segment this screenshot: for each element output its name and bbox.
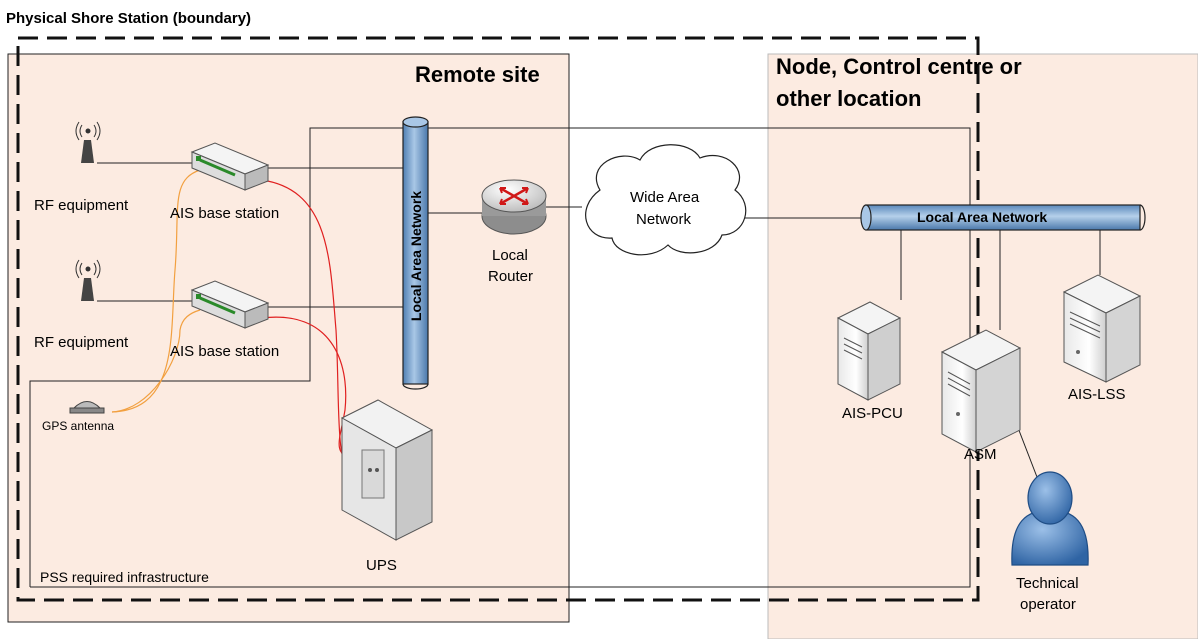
wan-cloud-icon xyxy=(585,144,747,256)
node-site-title-line1: Node, Control centre or xyxy=(776,54,1022,79)
router-icon xyxy=(481,179,547,235)
lan-node-label: Local Area Network xyxy=(917,209,1048,225)
operator-icon xyxy=(1011,471,1089,566)
wan-loop-line xyxy=(29,127,971,588)
rf-antenna-icon-2 xyxy=(75,259,101,301)
ais-base-station-icon-2 xyxy=(190,280,270,329)
gps-cable-1 xyxy=(111,169,201,413)
ups-icon xyxy=(340,399,434,541)
pss-boundary xyxy=(16,36,980,602)
remote-site-area xyxy=(7,53,570,623)
node-site-title-line2: other location xyxy=(776,86,922,111)
ups-label: UPS xyxy=(366,557,397,574)
boundary-label: Physical Shore Station (boundary) xyxy=(6,10,252,27)
ais-lss-server-icon xyxy=(1062,274,1142,383)
ais-lss-label: AIS-LSS xyxy=(1068,386,1126,403)
lan-node-cylinder xyxy=(860,204,1146,231)
power-cable-1 xyxy=(261,179,353,471)
pss-infrastructure-label: PSS required infrastructure xyxy=(40,569,209,585)
gps-antenna-label: GPS antenna xyxy=(42,419,115,433)
power-cable-2 xyxy=(261,316,353,461)
asm-server-icon xyxy=(940,329,1022,453)
ais-base-station-icon-1 xyxy=(190,142,270,191)
ais-base-station-label-2: AIS base station xyxy=(170,343,280,360)
lan-remote-cylinder xyxy=(402,116,429,390)
lan-remote-label: Local Area Network xyxy=(408,190,424,322)
remote-site-title: Remote site xyxy=(415,62,540,87)
operator-label-line1: Technical xyxy=(1016,575,1079,592)
rf-antenna-icon-1 xyxy=(75,121,101,163)
router-label-line1: Local xyxy=(492,247,528,264)
rf-equipment-label-1: RF equipment xyxy=(34,197,129,214)
gps-cable-2 xyxy=(111,309,201,413)
gps-antenna-icon xyxy=(69,401,105,414)
rf-equipment-label-2: RF equipment xyxy=(34,334,129,351)
wan-label-line1: Wide Area xyxy=(630,189,700,206)
router-label-line2: Router xyxy=(488,268,534,285)
ais-pcu-server-icon xyxy=(836,301,902,401)
ais-base-station-label-1: AIS base station xyxy=(170,205,280,222)
operator-label-line2: operator xyxy=(1020,596,1076,613)
ais-pcu-label: AIS-PCU xyxy=(842,405,903,422)
asm-label: ASM xyxy=(964,446,997,463)
wan-label-line2: Network xyxy=(636,211,692,228)
